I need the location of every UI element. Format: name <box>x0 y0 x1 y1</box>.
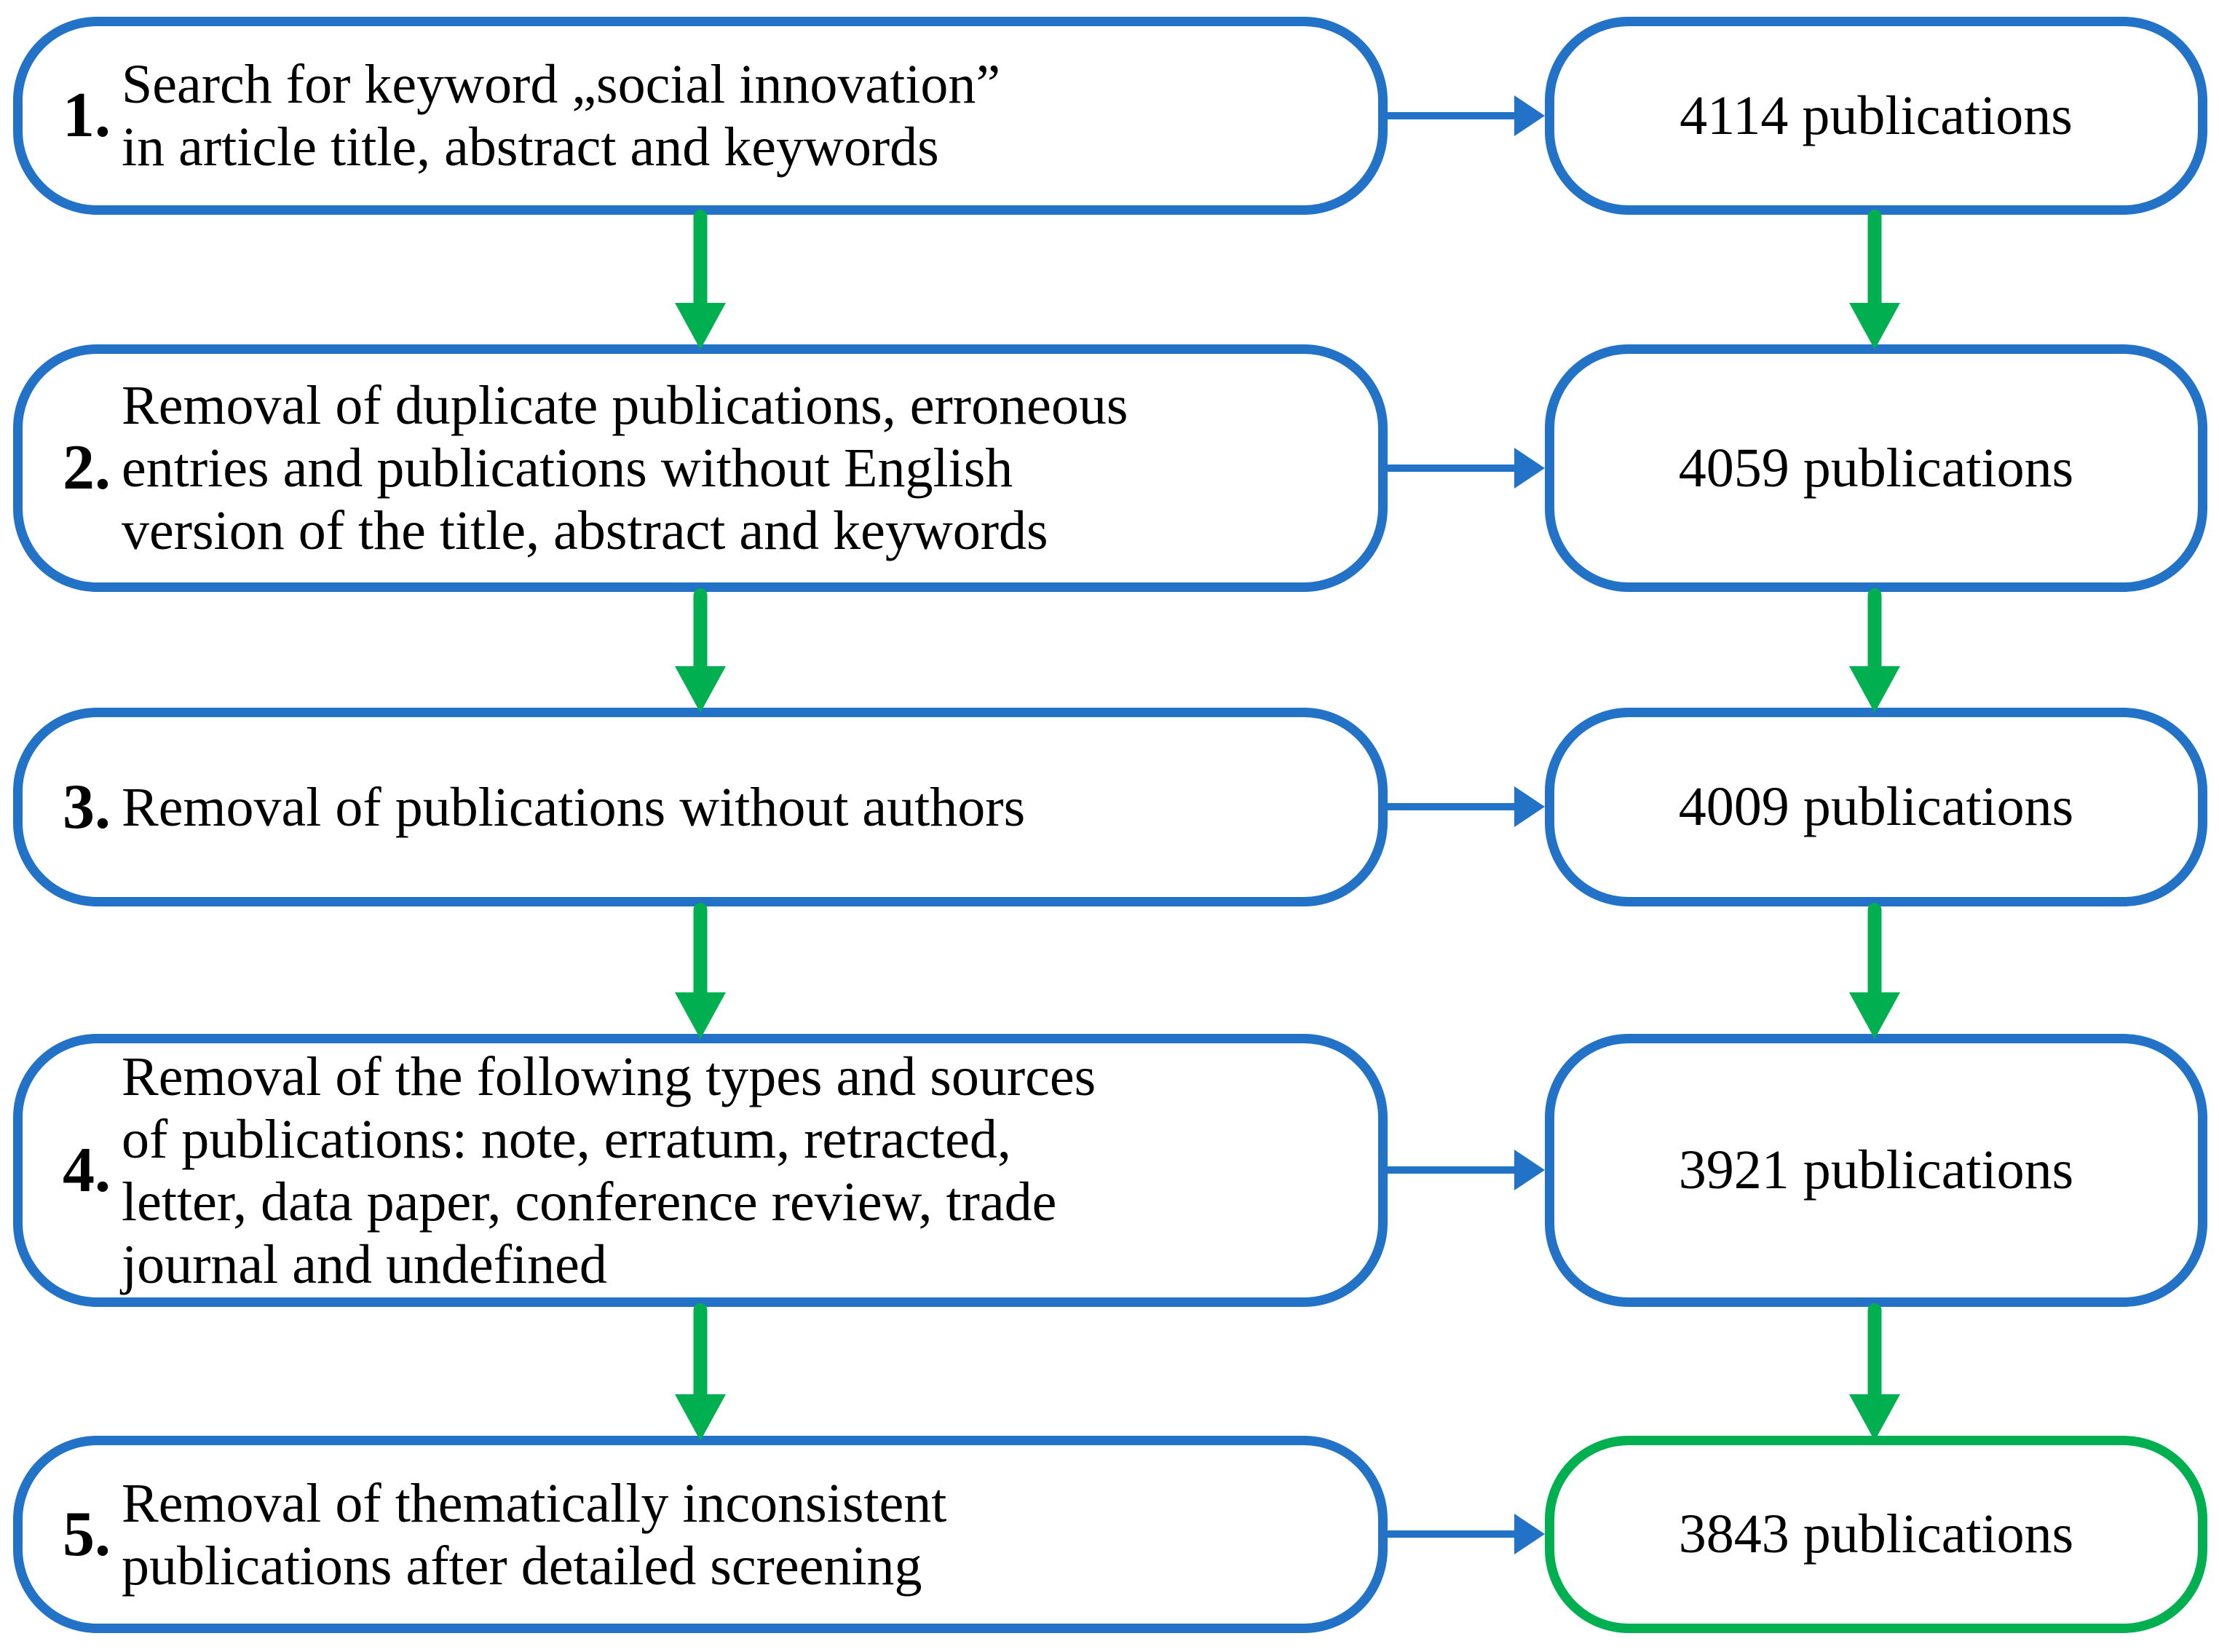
arrow-down-icon <box>675 588 726 713</box>
arrow-head <box>1514 95 1545 136</box>
arrow-right-icon <box>1385 1514 1545 1554</box>
result-box-final: 3843 publications <box>1545 1436 2207 1633</box>
arrow-head <box>1514 1150 1545 1190</box>
result-box-2: 4059 publications <box>1545 344 2207 592</box>
arrow-shaft <box>1385 1166 1517 1174</box>
arrow-shaft <box>693 210 708 307</box>
arrow-down-icon <box>675 210 726 349</box>
arrow-right-icon <box>1385 786 1545 827</box>
step-number: 1. <box>63 80 111 151</box>
step-description: Search for keyword „social innovation” i… <box>122 54 1001 178</box>
arrow-head <box>1514 448 1545 489</box>
arrow-head <box>675 992 726 1039</box>
step-box-4: 4. Removal of the following types and so… <box>13 1034 1388 1307</box>
step-box-5: 5. Removal of thematically inconsistent … <box>13 1436 1388 1633</box>
arrow-shaft <box>1867 588 1882 671</box>
arrow-head <box>1514 1514 1545 1554</box>
arrow-shaft <box>1867 903 1882 997</box>
result-box-3: 4009 publications <box>1545 708 2207 906</box>
result-box-4: 3921 publications <box>1545 1034 2207 1307</box>
arrow-down-icon <box>675 1303 726 1441</box>
arrow-shaft <box>693 903 708 997</box>
result-count: 3843 publications <box>1678 1503 2074 1565</box>
arrow-down-icon <box>1849 210 1900 349</box>
arrow-shaft <box>1867 210 1882 307</box>
result-count: 4009 publications <box>1678 776 2074 837</box>
arrow-head <box>1849 992 1900 1039</box>
arrow-head <box>1849 1394 1900 1441</box>
step-number: 5. <box>63 1498 111 1570</box>
result-count: 4059 publications <box>1678 437 2074 499</box>
step-number: 3. <box>63 771 111 842</box>
arrow-down-icon <box>1849 1303 1900 1441</box>
arrow-right-icon <box>1385 1150 1545 1190</box>
arrow-down-icon <box>1849 903 1900 1039</box>
step-box-1: 1. Search for keyword „social innovation… <box>13 17 1388 215</box>
step-box-2: 2. Removal of duplicate publications, er… <box>13 344 1388 592</box>
arrow-shaft <box>693 1303 708 1399</box>
arrow-right-icon <box>1385 95 1545 136</box>
arrow-shaft <box>1385 803 1517 810</box>
step-description: Removal of the following types and sourc… <box>122 1046 1096 1295</box>
result-box-1: 4114 publications <box>1545 17 2207 215</box>
result-count: 3921 publications <box>1678 1139 2074 1201</box>
arrow-shaft <box>1385 465 1517 472</box>
arrow-head <box>1514 786 1545 827</box>
step-description: Removal of duplicate publications, erron… <box>122 375 1128 561</box>
arrow-shaft <box>1385 1530 1517 1538</box>
arrow-right-icon <box>1385 448 1545 489</box>
arrow-head <box>675 303 726 349</box>
step-number: 2. <box>63 432 111 503</box>
step-description: Removal of publications without authors <box>122 776 1026 838</box>
step-description: Removal of thematically inconsistent pub… <box>122 1472 947 1597</box>
arrow-head <box>675 666 726 713</box>
result-count: 4114 publications <box>1680 84 2073 146</box>
arrow-head <box>1849 303 1900 349</box>
step-number: 4. <box>63 1134 111 1206</box>
arrow-down-icon <box>675 903 726 1039</box>
arrow-shaft <box>693 588 708 671</box>
arrow-down-icon <box>1849 588 1900 713</box>
arrow-head <box>675 1394 726 1441</box>
step-box-3: 3. Removal of publications without autho… <box>13 708 1388 906</box>
arrow-head <box>1849 666 1900 713</box>
arrow-shaft <box>1385 112 1517 119</box>
arrow-shaft <box>1867 1303 1882 1399</box>
